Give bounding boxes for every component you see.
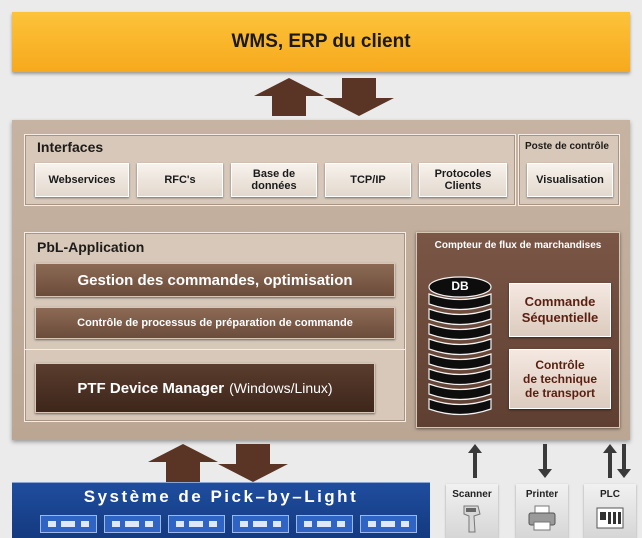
order-management-bar: Gestion des commandes, optimisation	[35, 263, 395, 297]
printer-arrow-down-icon	[538, 444, 552, 478]
plc-arrow-up-icon	[603, 444, 617, 478]
interface-database: Base de données	[231, 163, 317, 197]
order-management-label: Gestion des commandes, optimisation	[77, 271, 353, 289]
scanner-icon	[463, 505, 481, 533]
visualisation-box: Visualisation	[527, 163, 613, 197]
scanner-arrow-up-icon	[468, 444, 482, 478]
pick-by-light-title: Système de Pick–by–Light	[83, 487, 359, 506]
visualisation-label: Visualisation	[536, 174, 604, 186]
interface-label: Base de données	[251, 168, 297, 192]
control-station-panel: Poste de contrôle Visualisation	[518, 134, 620, 206]
light-module-icon	[104, 515, 161, 533]
interface-label: RFC's	[164, 174, 196, 186]
pick-by-light-system: Système de Pick–by–Light	[12, 482, 430, 538]
interface-label: Protocoles Clients	[434, 168, 492, 192]
process-control-bar: Contrôle de processus de préparation de …	[35, 307, 395, 339]
arrow-up-icon	[148, 444, 218, 482]
interface-webservices: Webservices	[35, 163, 129, 197]
interface-client-protocols: Protocoles Clients	[419, 163, 507, 197]
interface-label: Webservices	[48, 174, 116, 186]
plc-device: PLC	[584, 484, 636, 538]
main-system-panel: Interfaces Webservices RFC's Base de don…	[12, 120, 630, 440]
transport-control-box: Contrôle de technique de transport	[509, 349, 611, 409]
sequential-command-label: Commande Séquentielle	[521, 294, 599, 325]
control-station-title: Poste de contrôle	[525, 141, 609, 152]
printer-device: Printer	[516, 484, 568, 538]
arrow-down-icon	[218, 444, 288, 482]
scanner-label: Scanner	[452, 489, 492, 500]
device-manager-bar: PTF Device Manager (Windows/Linux)	[35, 363, 375, 413]
printer-icon	[528, 505, 556, 531]
interfaces-panel: Interfaces Webservices RFC's Base de don…	[24, 134, 516, 206]
light-module-icon	[168, 515, 225, 533]
pbl-application-panel: PbL-Application Gestion des commandes, o…	[24, 232, 406, 422]
interface-rfc: RFC's	[137, 163, 223, 197]
plc-icon	[596, 507, 624, 529]
printer-label: Printer	[525, 489, 559, 500]
light-module-icon	[360, 515, 417, 533]
interface-label: TCP/IP	[350, 174, 386, 186]
divider	[25, 349, 405, 350]
interfaces-title: Interfaces	[37, 139, 104, 155]
plc-label: PLC	[600, 489, 620, 500]
sequential-command-box: Commande Séquentielle	[509, 283, 611, 337]
database-icon	[428, 276, 492, 416]
device-manager-label: PTF Device Manager	[77, 379, 225, 397]
arrow-down-icon	[324, 78, 394, 116]
arrow-up-icon	[254, 78, 324, 116]
interface-tcpip: TCP/IP	[325, 163, 411, 197]
goods-flow-counter-title: Compteur de flux de marchandises	[434, 240, 602, 251]
client-wms-erp-box: WMS, ERP du client	[12, 12, 630, 72]
database-label: DB	[451, 279, 469, 293]
client-wms-erp-label: WMS, ERP du client	[231, 31, 411, 52]
scanner-device: Scanner	[446, 484, 498, 538]
plc-arrow-down-icon	[617, 444, 631, 478]
light-module-icon	[232, 515, 289, 533]
pbl-application-title: PbL-Application	[37, 239, 145, 255]
transport-control-label: Contrôle de technique de transport	[522, 358, 597, 400]
light-module-icon	[40, 515, 97, 533]
process-control-label: Contrôle de processus de préparation de …	[77, 317, 353, 329]
goods-flow-counter-panel: Compteur de flux de marchandises DB Comm…	[416, 232, 620, 428]
device-manager-os: (Windows/Linux)	[229, 380, 333, 396]
light-module-icon	[296, 515, 353, 533]
